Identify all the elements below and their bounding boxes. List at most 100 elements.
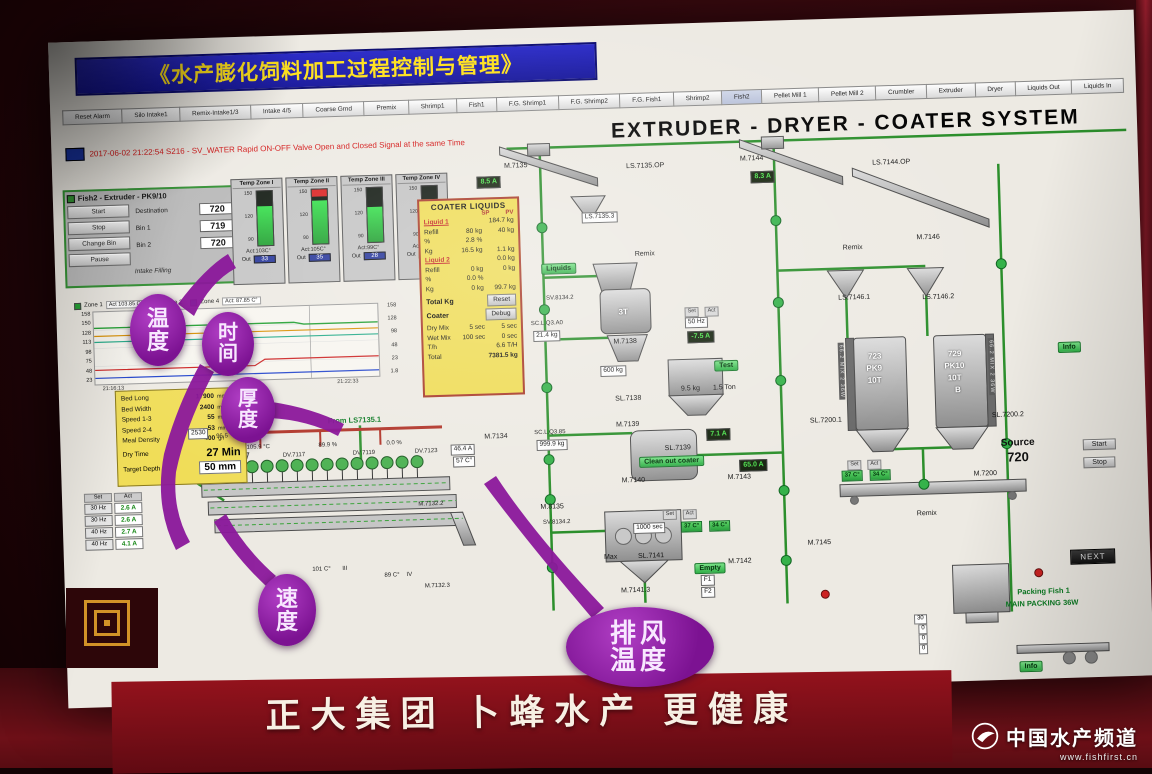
plant-button-empty[interactable]: Empty — [694, 562, 726, 574]
plant-label-m-7139: M.7139 — [616, 421, 640, 429]
plant-label-f2: F2 — [701, 587, 715, 598]
legend-name: Zone 1 — [84, 302, 103, 309]
tab-pellet-mill-1[interactable]: Pellet Mill 1 — [761, 87, 819, 104]
plant-button-clean-out-coater[interactable]: Clean out coater — [639, 455, 704, 468]
plant-label-m-7135: M.7135 — [504, 162, 528, 170]
tab-pellet-mill-2[interactable]: Pellet Mill 2 — [818, 86, 876, 103]
tab-crumbler[interactable]: Crumbler — [875, 84, 926, 101]
temp-zone-out-label: Out — [352, 253, 361, 259]
plant-label-7-5-a: -7.5 A — [687, 331, 714, 343]
reset-button[interactable]: Reset — [487, 294, 516, 307]
plant-button-liquids[interactable]: Liquids — [541, 263, 576, 275]
extruder-change-bin-button[interactable]: Change Bin — [68, 236, 130, 251]
plant-label-sc-l-q3-85: SC.L.Q3.85 — [534, 429, 566, 436]
tab-remix-intake1-3[interactable]: Remix-Intake1/3 — [179, 105, 250, 122]
temp-zone-out-value: 28 — [364, 252, 386, 261]
plant-label-999-9-kg: 999.9 kg — [536, 439, 567, 450]
status-dot-icon — [67, 195, 75, 203]
tab-liquids-out[interactable]: Liquids Out — [1014, 80, 1071, 97]
plant-label-f1: F1 — [701, 575, 715, 586]
plant-label-set: Set — [663, 510, 678, 520]
plant-label-packing-fish-1: Packing Fish 1 — [1017, 586, 1070, 597]
extruder-pause-button[interactable]: Pause — [69, 252, 131, 267]
plant-label-7-1-a: 7.1 A — [706, 428, 731, 440]
stage-banner: 正大集团 卜蜂水产 更健康 — [111, 670, 952, 774]
tab-f-g-shrimp1[interactable]: F.G. Shrimp1 — [496, 95, 558, 112]
extruder-row-value: 720 — [200, 236, 236, 249]
plant-button-test[interactable]: Test — [714, 360, 738, 372]
tab-liquids-in[interactable]: Liquids In — [1071, 78, 1124, 95]
tab-shrimp2[interactable]: Shrimp2 — [673, 90, 722, 106]
stage-logo — [84, 600, 130, 646]
legend-name: Zone 2 — [164, 300, 183, 307]
watermark-title: 中国水产频道 — [1006, 722, 1138, 751]
tab-f-g-shrimp2[interactable]: F.G. Shrimp2 — [558, 93, 620, 110]
dry-time-value: 27 Min — [206, 446, 241, 459]
coater-label: Coater — [427, 312, 449, 320]
plant-label-0: 0 — [919, 634, 929, 644]
debug-button[interactable]: Debug — [485, 308, 517, 321]
tab-shrimp1[interactable]: Shrimp1 — [408, 98, 457, 114]
alarm-ack-box[interactable] — [65, 148, 84, 162]
plant-label-729: 729 — [948, 349, 962, 358]
plant-label-96-5: 96.5 — [216, 433, 228, 439]
plant-label-10t: 10T — [868, 375, 882, 384]
plant-label-37-c: 37 C° — [681, 521, 702, 532]
plant-label-max: Max — [604, 554, 617, 561]
tab-silo-intake1[interactable]: Silo Intake1 — [121, 107, 179, 124]
extruder-start-button[interactable]: Start — [67, 204, 129, 219]
plant-label-34-c: 34 C° — [709, 520, 730, 531]
tab-reset-alarm[interactable]: Reset Alarm — [62, 109, 122, 126]
total-kg-label: Total Kg — [426, 298, 454, 306]
extruder-stop-button[interactable]: Stop — [68, 220, 130, 235]
legend-swatch-icon — [154, 300, 161, 307]
plant-label-m-7144: M.7144 — [740, 155, 764, 163]
tab-fish2[interactable]: Fish2 — [721, 89, 761, 105]
plant-label-iii: III — [342, 566, 347, 572]
plant-label-8-3-a: 8.3 A — [750, 171, 775, 183]
plant-label-set: Set — [847, 460, 862, 470]
plant-label-ls-7146-1: LS.7146.1 — [838, 294, 870, 302]
legend-item: Zone 2 — [154, 299, 183, 307]
legend-swatch-icon — [190, 299, 197, 306]
plant-button-info[interactable]: Info — [1058, 341, 1081, 353]
tab-premix[interactable]: Premix — [363, 100, 408, 116]
tab-dryer[interactable]: Dryer — [974, 81, 1014, 97]
plant-label-105-9-c: 105.9 °C — [246, 444, 270, 451]
temp-zone-out-label: Out — [297, 255, 306, 261]
plant-button-next[interactable]: NEXT — [1070, 548, 1116, 564]
plant-label-source: Source — [1001, 437, 1035, 449]
plant-button-start[interactable]: Start — [1083, 438, 1116, 450]
tab-f-g-fish1[interactable]: F.G. Fish1 — [619, 92, 673, 109]
plant-label-sc-l-q3-a0: SC.L.Q3.A0 — [531, 320, 563, 327]
extruder-row-value: 719 — [200, 219, 236, 232]
tab-fish1[interactable]: Fish1 — [456, 97, 496, 113]
plant-label-m-7132-2: M.7132.2 — [418, 501, 443, 508]
tab-coarse-grnd[interactable]: Coarse Grnd — [302, 101, 363, 118]
tab-extruder[interactable]: Extruder — [926, 82, 975, 98]
tab-intake-4-5[interactable]: Intake 4/5 — [250, 103, 303, 120]
dry-time-label: Dry Time — [123, 451, 149, 459]
trend-lines — [93, 304, 379, 385]
plant-label-46-4-a: 46.4 A — [451, 444, 476, 455]
extruder-row-label: Destination — [135, 207, 168, 215]
temp-zone-bar — [365, 187, 384, 243]
target-depth-value: 50 mm — [199, 460, 241, 474]
plant-label-1-5-ton: 1.5 Ton — [713, 384, 736, 392]
plant-button-info[interactable]: Info — [1019, 661, 1042, 673]
plant-button-stop[interactable]: Stop — [1083, 456, 1116, 468]
plant-label-set: Set — [684, 307, 699, 317]
plant-label-m-8135: M.8135 — [540, 503, 564, 511]
plant-label-10t: 10T — [948, 373, 962, 382]
legend-act-value: Act 103.85 C° — [106, 300, 146, 309]
